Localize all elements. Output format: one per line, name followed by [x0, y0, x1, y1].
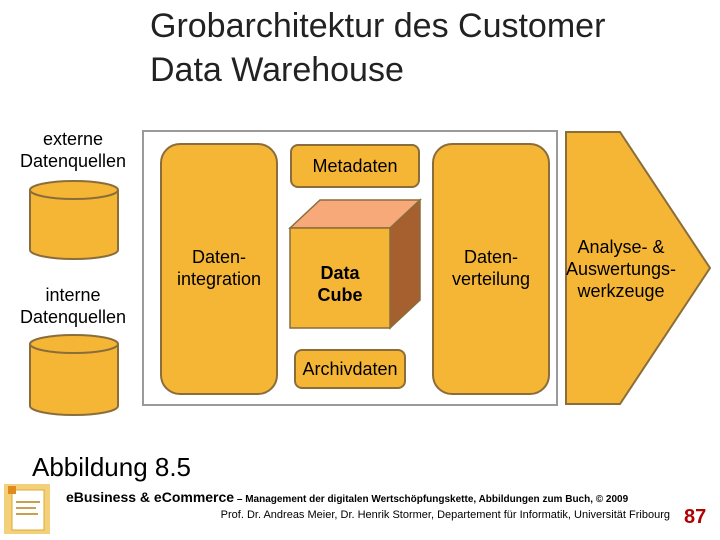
- figure-caption: Abbildung 8.5: [32, 452, 192, 482]
- metadata-label: Metadaten: [312, 156, 398, 176]
- data-integration-label: Daten- integration: [176, 247, 262, 289]
- title-line-1: Grobarchitektur des Customer: [150, 7, 606, 45]
- external-sources-label: externe Datenquellen: [19, 129, 127, 171]
- internal-sources-label: interne Datenquellen: [19, 285, 127, 327]
- archive-box: [294, 349, 406, 389]
- internal-database-icon: [29, 334, 119, 416]
- data-integration-panel: [160, 143, 278, 395]
- footer-authors: Prof. Dr. Andreas Meier, Dr. Henrik Stor…: [220, 509, 670, 521]
- slide-title: Grobarchitektur des Customer Data Wareho…: [150, 4, 605, 92]
- data-cube-icon: [288, 198, 422, 330]
- data-cube-label: Data Cube: [317, 263, 363, 305]
- book-logo-icon: [4, 484, 50, 534]
- archive-label: Archivdaten: [302, 359, 398, 379]
- footer-book-title: eBusiness & eCommerce – Management der d…: [66, 489, 629, 505]
- data-distribution-panel: [432, 143, 550, 395]
- analysis-arrow-shape: [565, 131, 712, 405]
- metadata-box: [290, 144, 420, 188]
- page-number: 87: [684, 506, 707, 528]
- analysis-tools-label: Analyse- & Auswertungs- werkzeuge: [565, 237, 677, 301]
- external-database-icon: [29, 180, 119, 260]
- data-distribution-label: Daten- verteilung: [451, 247, 531, 289]
- title-line-2: Data Warehouse: [150, 51, 404, 89]
